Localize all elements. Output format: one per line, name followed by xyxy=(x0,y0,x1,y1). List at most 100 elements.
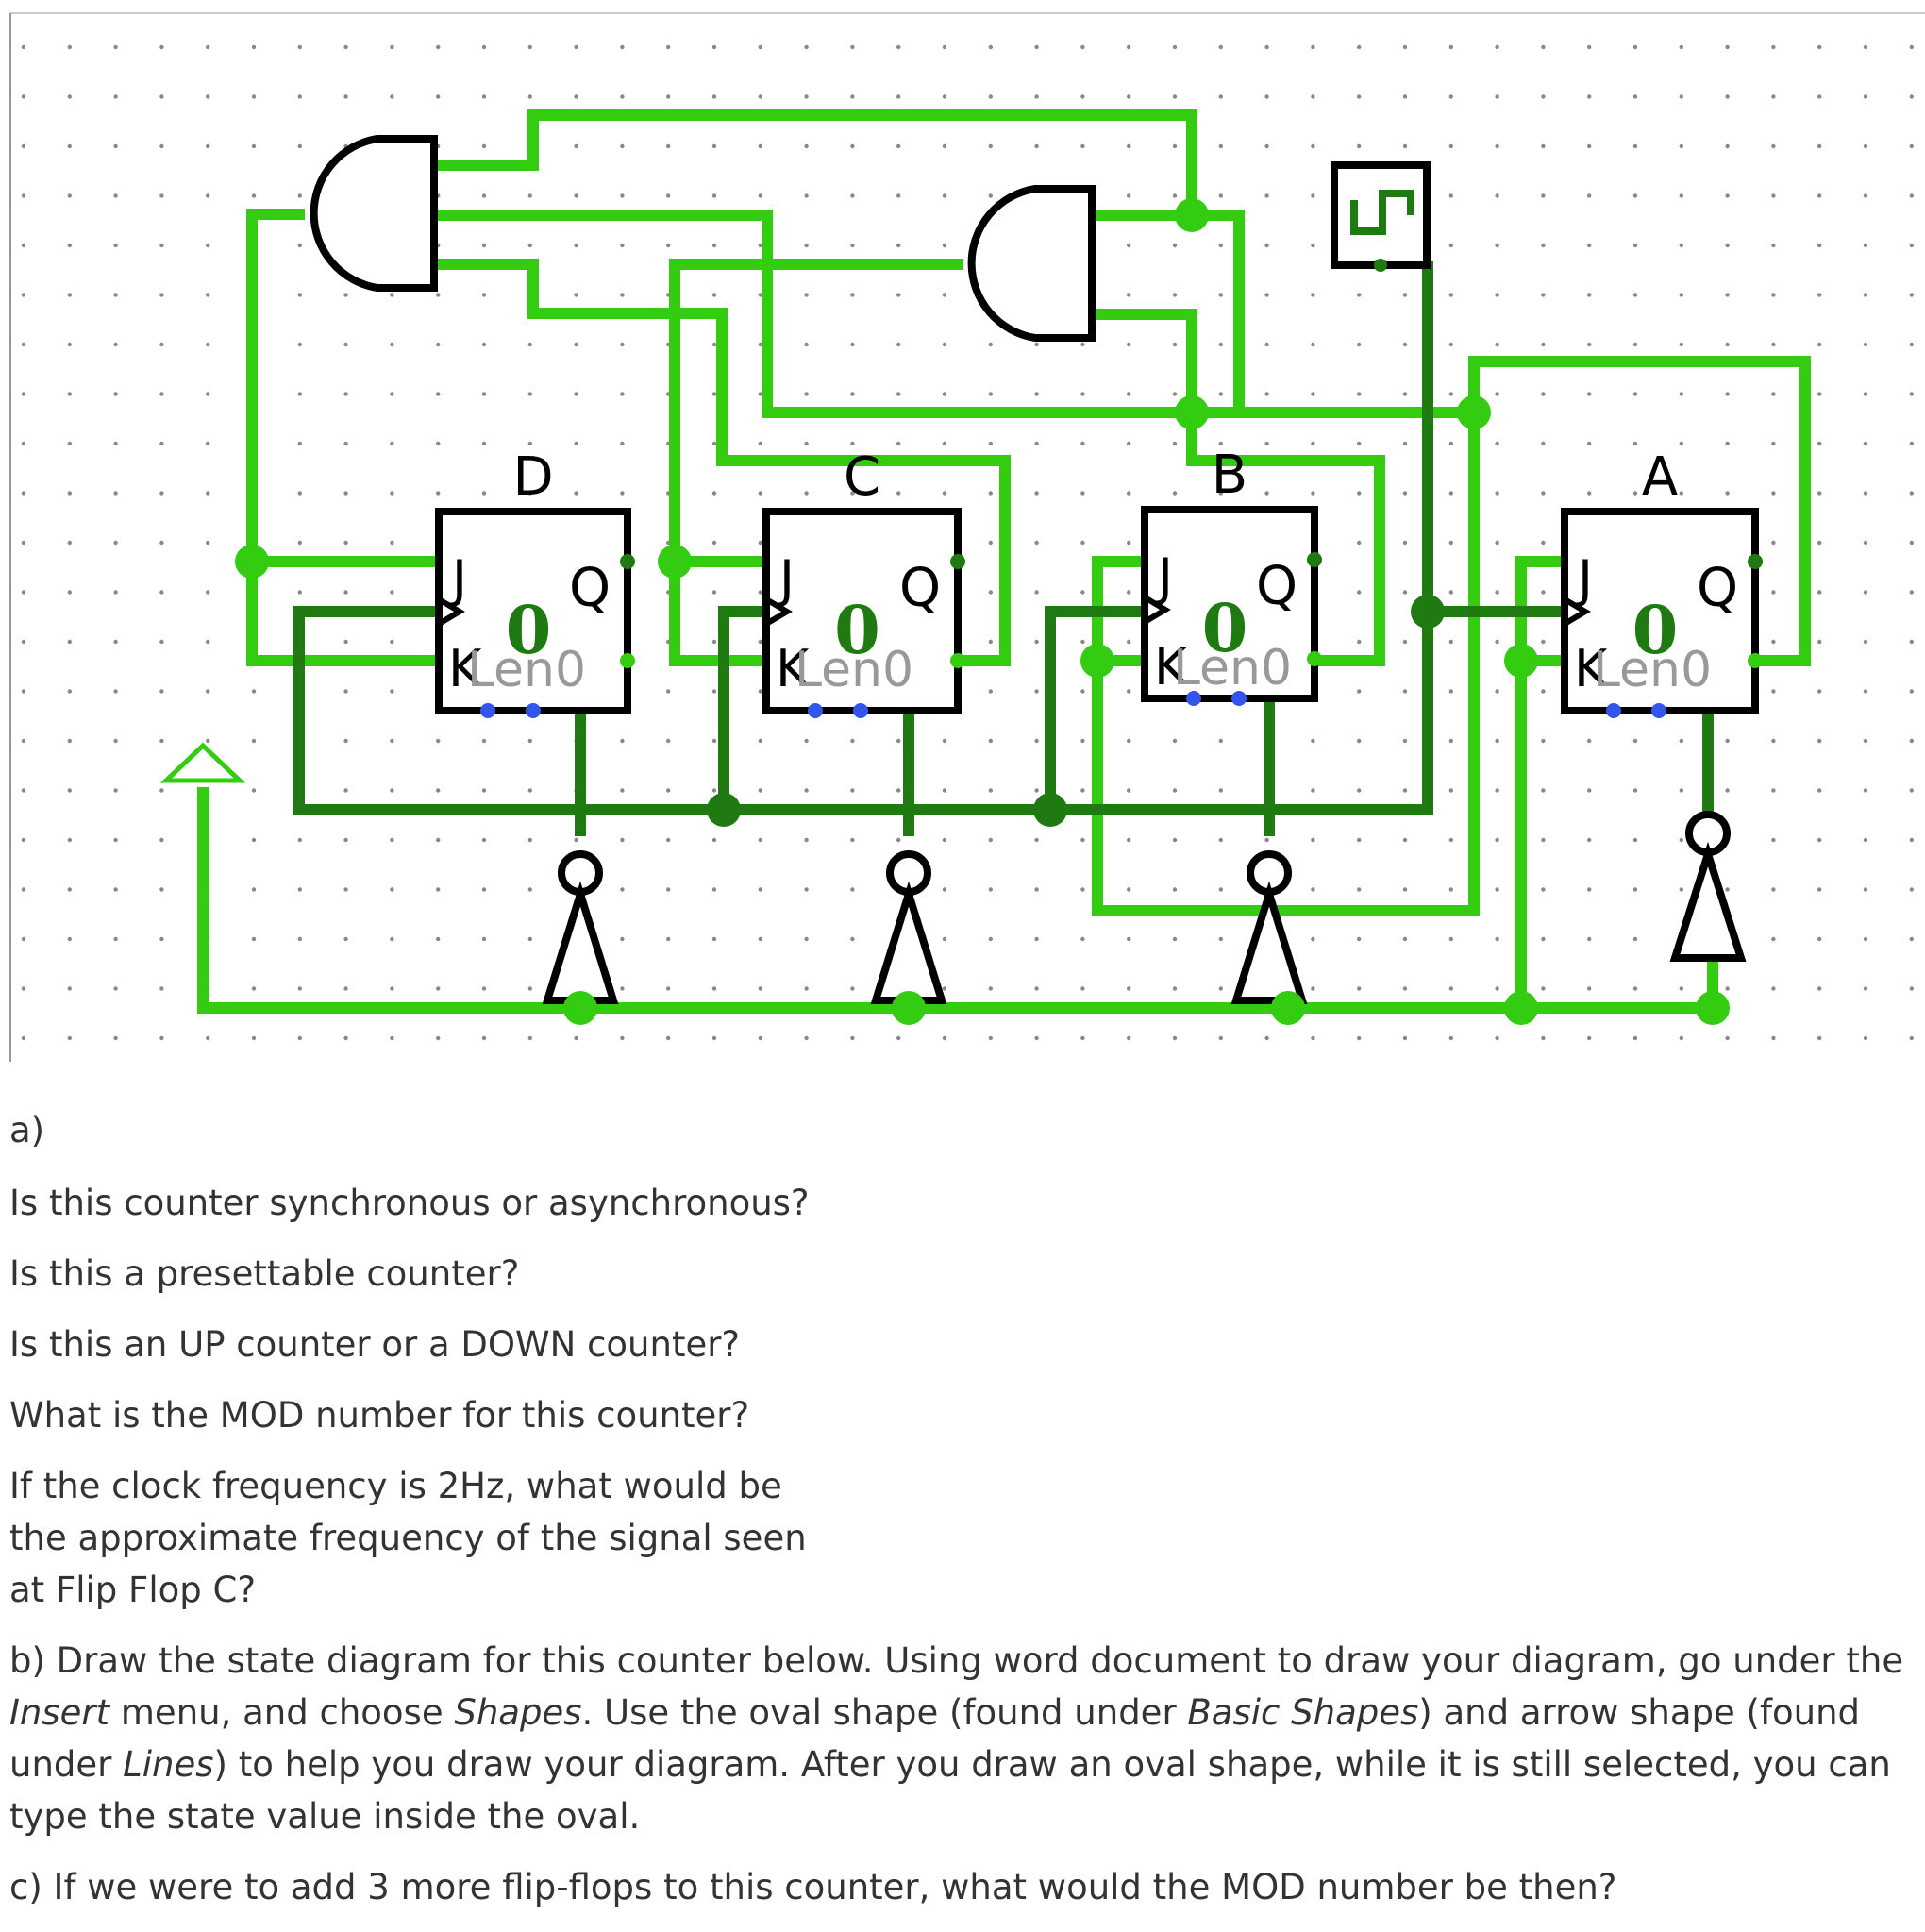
grid-dot xyxy=(1357,986,1362,991)
grid-dot xyxy=(1679,788,1684,793)
grid-dot xyxy=(481,44,487,50)
grid-dot xyxy=(620,788,625,793)
grid-dot xyxy=(942,837,947,843)
grid-dot xyxy=(159,293,164,297)
grid-dot xyxy=(1863,738,1868,744)
grid-dot xyxy=(1034,441,1039,446)
grid-dot xyxy=(527,342,532,347)
grid-dot xyxy=(1034,342,1039,347)
grid-dot xyxy=(67,392,73,396)
grid-dot xyxy=(1632,293,1638,297)
grid-dot xyxy=(1541,243,1546,248)
grid-dot xyxy=(711,243,717,248)
grid-dot xyxy=(574,94,578,99)
grid-dot xyxy=(159,491,164,496)
preset-pin[interactable] xyxy=(480,703,495,718)
grid-dot xyxy=(666,936,671,942)
grid-dot xyxy=(113,540,118,546)
clear-pin[interactable] xyxy=(1651,703,1666,718)
clock-input-triangle xyxy=(437,596,465,627)
grid-dot xyxy=(1909,936,1915,942)
clear-pin[interactable] xyxy=(526,703,541,718)
preset-pin[interactable] xyxy=(1186,691,1201,706)
grid-dot xyxy=(343,639,348,645)
grid-dot xyxy=(666,44,671,50)
grid-dot xyxy=(1587,243,1592,248)
grid-dot xyxy=(113,44,118,50)
grid-dot xyxy=(1632,143,1638,149)
grid-dot xyxy=(988,342,994,347)
grid-dot xyxy=(159,94,164,99)
grid-dot xyxy=(711,738,717,744)
grid-dot xyxy=(1863,491,1868,496)
flip-flop-label: A xyxy=(1642,446,1678,508)
grid-dot xyxy=(1771,342,1776,347)
grid-dot xyxy=(1218,342,1224,347)
junction-dot xyxy=(1411,595,1445,629)
clock-icon[interactable] xyxy=(1331,161,1431,272)
k-input-label: K xyxy=(1154,637,1189,697)
grid-dot xyxy=(1817,986,1822,991)
grid-dot xyxy=(1172,441,1178,446)
grid-dot xyxy=(804,887,809,892)
grid-dot xyxy=(206,44,210,50)
grid-dot xyxy=(1357,936,1362,942)
grid-dot xyxy=(574,44,578,50)
clear-pin[interactable] xyxy=(853,703,868,718)
clear-pin[interactable] xyxy=(1231,691,1247,706)
grid-dot xyxy=(1679,986,1684,991)
grid-dot xyxy=(251,936,257,942)
grid-dot xyxy=(1034,986,1039,991)
grid-dot xyxy=(481,887,487,892)
grid-dot xyxy=(942,491,947,496)
grid-dot xyxy=(666,689,671,694)
grid-dot xyxy=(1817,293,1822,297)
grid-dot xyxy=(1080,94,1085,99)
grid-dot xyxy=(1080,986,1085,991)
grid-dot xyxy=(1909,689,1915,694)
grid-dot xyxy=(988,738,994,744)
k-input-label: K xyxy=(776,639,811,698)
grid-dot xyxy=(850,293,855,297)
grid-dot xyxy=(1587,986,1592,991)
grid-dot xyxy=(1034,491,1039,496)
grid-dot xyxy=(113,837,118,843)
grid-dot xyxy=(1817,540,1822,546)
grid-dot xyxy=(620,837,625,843)
grid-dot xyxy=(1311,293,1315,297)
grid-dot xyxy=(1448,243,1454,248)
grid-dot xyxy=(620,342,625,347)
grid-dot xyxy=(1218,788,1224,793)
grid-dot xyxy=(297,491,302,496)
grid-dot xyxy=(758,887,762,892)
question-a4: What is the MOD number for this counter? xyxy=(9,1395,750,1436)
grid-dot xyxy=(1587,788,1592,793)
grid-dot xyxy=(1541,936,1546,942)
grid-dot xyxy=(481,1035,487,1041)
grid-dot xyxy=(1771,143,1776,149)
grid-dot xyxy=(206,293,210,297)
grid-dot xyxy=(1172,143,1178,149)
grid-dot xyxy=(436,788,441,793)
preset-pin[interactable] xyxy=(1606,703,1621,718)
grid-dot xyxy=(1034,94,1039,99)
grid-dot xyxy=(804,837,809,843)
grid-dot xyxy=(343,293,348,297)
preset-pin[interactable] xyxy=(808,703,823,718)
grid-dot xyxy=(942,243,947,248)
grid-dot xyxy=(21,143,26,149)
grid-dot xyxy=(1863,392,1868,396)
grid-dot xyxy=(527,44,532,50)
grid-dot xyxy=(620,44,625,50)
grid-dot xyxy=(1034,689,1039,694)
q-output-pin xyxy=(620,554,635,569)
grid-dot xyxy=(1817,441,1822,446)
grid-dot xyxy=(159,540,164,546)
grid-dot xyxy=(1541,887,1546,892)
grid-dot xyxy=(1817,837,1822,843)
grid-dot xyxy=(1495,788,1499,793)
